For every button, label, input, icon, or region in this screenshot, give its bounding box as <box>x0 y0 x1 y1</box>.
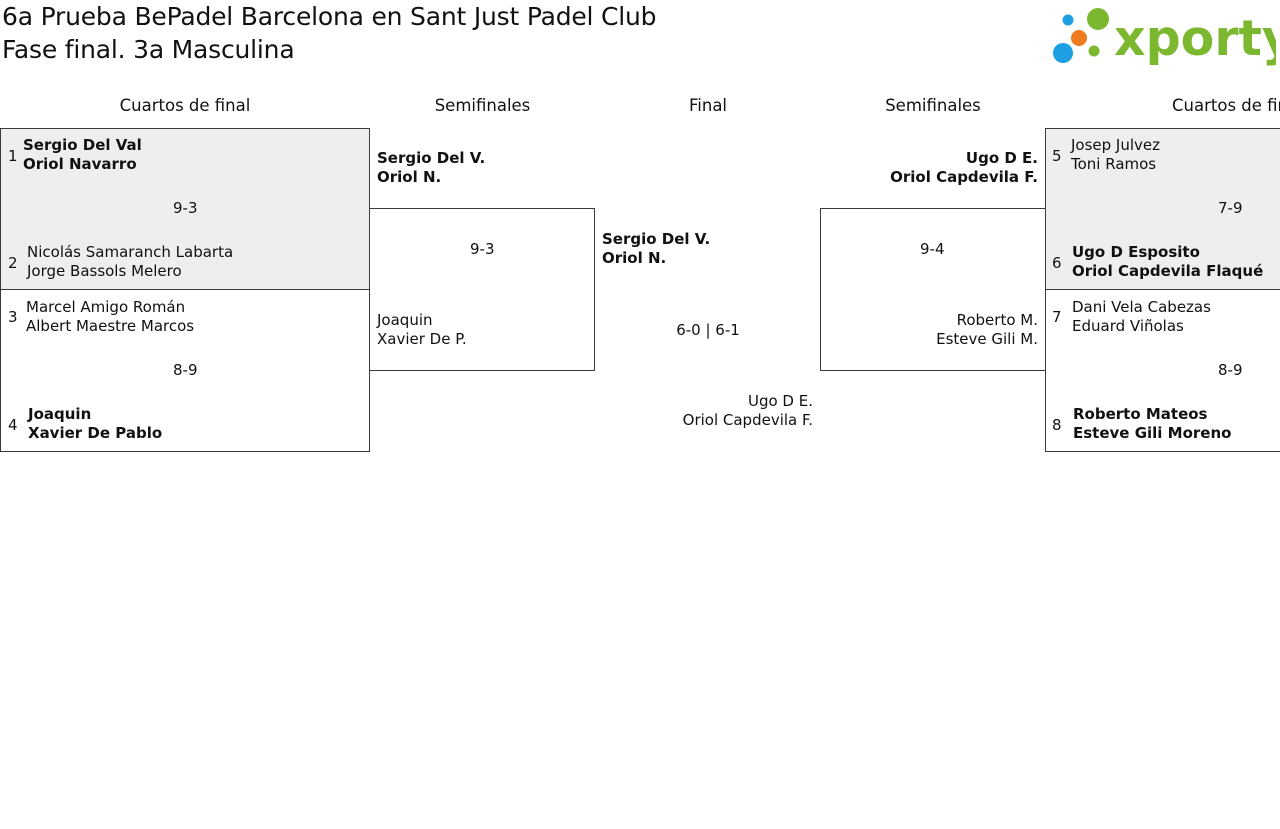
seed-number: 2 <box>8 254 18 272</box>
player-name: Oriol Navarro <box>23 155 137 173</box>
semifinal-match-left <box>369 208 595 371</box>
player-name: Oriol Capdevila Flaqué <box>1072 262 1264 280</box>
player-name: Xavier De Pablo <box>28 424 163 442</box>
player-name: Sergio Del V. <box>602 230 711 248</box>
seed-number: 4 <box>8 416 18 434</box>
phase-subtitle: Fase final. 3a Masculina <box>2 35 295 64</box>
player-name: Toni Ramos <box>1071 155 1157 173</box>
player-name: Oriol N. <box>602 249 667 267</box>
logo-dot-blue-large <box>1053 43 1073 63</box>
player-name: Albert Maestre Marcos <box>26 317 195 335</box>
player-name: Josep Julvez <box>1071 136 1161 154</box>
round-header-right-quarterfinals: Cuartos de fin <box>1172 96 1280 115</box>
player-name: Ugo D Esposito <box>1072 243 1200 261</box>
player-name: Roberto Mateos <box>1073 405 1208 423</box>
player-name: Oriol N. <box>377 168 442 186</box>
seed-number: 1 <box>8 147 18 165</box>
round-header-final: Final <box>688 96 728 115</box>
match-score: 8-9 <box>173 361 198 379</box>
player-name: Dani Vela Cabezas <box>1072 298 1211 316</box>
player-name: Marcel Amigo Román <box>26 298 186 316</box>
player-name: Eduard Viñolas <box>1072 317 1184 335</box>
seed-number: 6 <box>1052 254 1062 272</box>
logo-dot-green-small <box>1088 45 1100 57</box>
player-name: Xavier De P. <box>377 330 467 348</box>
player-name: Sergio Del V. <box>377 149 486 167</box>
xporty-logo: xporty <box>1053 8 1276 67</box>
logo-dot-blue-small <box>1062 14 1074 26</box>
logo-dot-green <box>1087 8 1109 30</box>
player-name: Sergio Del Val <box>23 136 142 154</box>
round-header-right-semifinals: Semifinales <box>885 96 981 115</box>
player-name: Ugo D E. <box>747 392 813 410</box>
player-name: Joaquin <box>377 311 433 329</box>
match-score: 8-9 <box>1218 361 1243 379</box>
seed-number: 8 <box>1052 416 1062 434</box>
player-name: Jorge Bassols Melero <box>27 262 182 280</box>
match-score: 7-9 <box>1218 199 1243 217</box>
player-name: Roberto M. <box>956 311 1038 329</box>
tournament-title: 6a Prueba BePadel Barcelona en Sant Just… <box>2 2 657 31</box>
round-header-left-semifinals: Semifinales <box>434 96 531 115</box>
player-name: Oriol Capdevila F. <box>890 168 1038 186</box>
player-name: Oriol Capdevila F. <box>682 411 813 429</box>
player-name: Esteve Gili Moreno <box>1073 424 1232 442</box>
quarterfinal-match-1 <box>0 128 370 290</box>
quarterfinal-match-4 <box>1045 289 1280 452</box>
player-name: Nicolás Samaranch Labarta <box>27 243 234 261</box>
match-score: 9-4 <box>920 240 945 258</box>
logo-wordmark: xporty <box>1114 10 1276 67</box>
match-score: 9-3 <box>173 199 198 217</box>
match-score: 9-3 <box>470 240 495 258</box>
player-name: Ugo D E. <box>965 149 1038 167</box>
round-header-left-quarterfinals: Cuartos de final <box>119 96 251 115</box>
logo-dot-orange <box>1071 30 1087 46</box>
player-name: Esteve Gili M. <box>936 330 1038 348</box>
final-score: 6-0 | 6-1 <box>676 321 740 339</box>
semifinal-match-right <box>820 208 1046 371</box>
seed-number: 5 <box>1052 147 1062 165</box>
player-name: Joaquin <box>28 405 92 423</box>
seed-number: 3 <box>8 308 18 326</box>
seed-number: 7 <box>1052 308 1062 326</box>
